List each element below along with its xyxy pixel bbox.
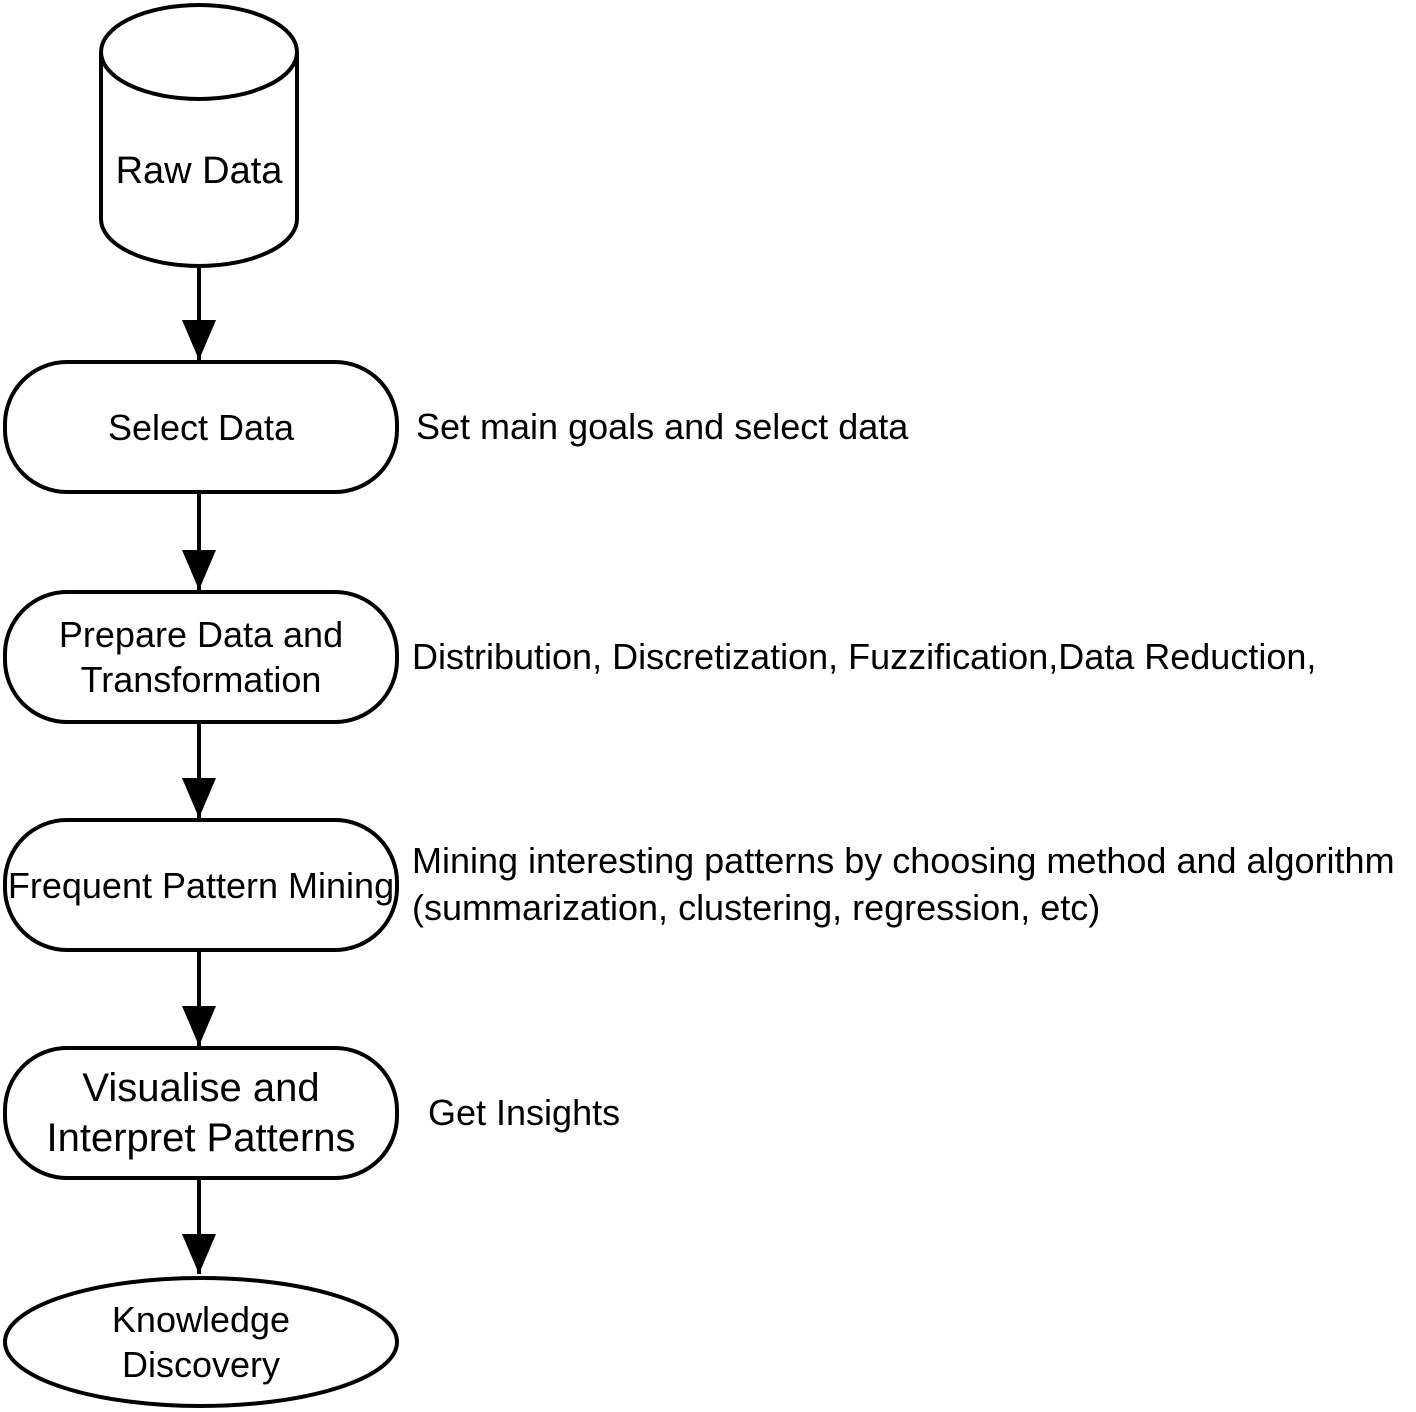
frequent-pattern-annotation: Mining interesting patterns by choosing … xyxy=(412,840,1395,928)
knowledge-discovery-ellipse xyxy=(3,1276,399,1408)
select-data-annotation: Set main goals and select data xyxy=(416,405,909,447)
prepare-data-label: Prepare Data and Transformation xyxy=(58,614,344,700)
raw-data-cylinder xyxy=(99,3,299,268)
prepare-data-annotation: Distribution, Discretization, Fuzzificat… xyxy=(412,635,1317,677)
prepare-data-box xyxy=(3,590,399,724)
knowledge-discovery-label: Knowledge Discovery xyxy=(111,1299,291,1385)
select-data-box xyxy=(3,360,399,494)
select-data-label: Select Data xyxy=(107,406,295,448)
frequent-pattern-box xyxy=(3,818,399,952)
raw-data-label: Raw Data xyxy=(115,150,283,193)
frequent-pattern-mining-label: Frequent Pattern Mining xyxy=(7,864,395,906)
visualise-interpret-label: Visualise and Interpret Patterns xyxy=(46,1066,356,1160)
visualise-annotation: Get Insights xyxy=(428,1091,621,1133)
visualise-box xyxy=(3,1046,399,1180)
